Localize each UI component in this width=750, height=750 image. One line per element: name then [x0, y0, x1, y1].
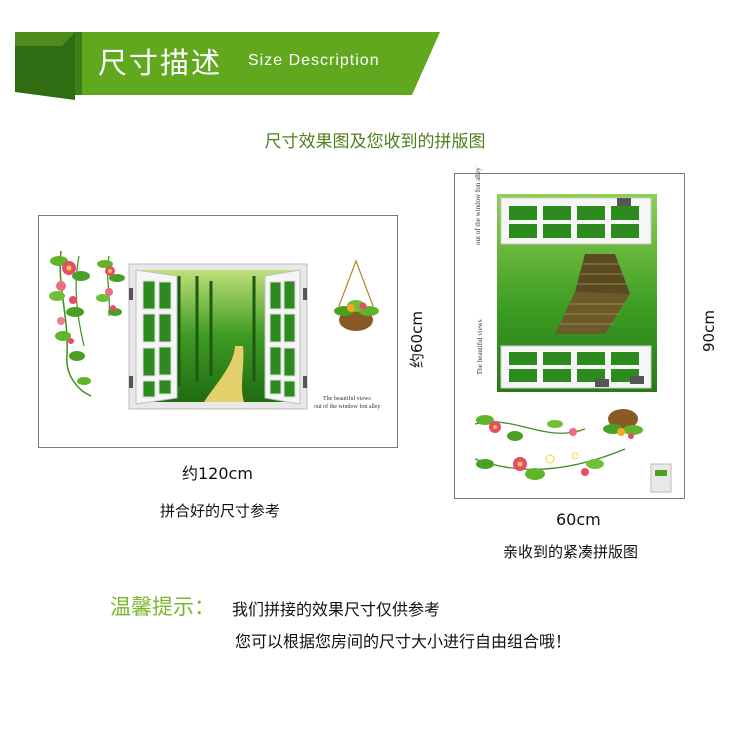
window-forest-scene-compact	[497, 194, 657, 392]
tip-line-1: 我们拼接的效果尺寸仅供参考	[232, 600, 441, 619]
right-description: 亲收到的紧凑拼版图	[503, 543, 639, 561]
assembled-wall-sticker-image	[49, 250, 379, 410]
left-height-label: 约60cm	[408, 311, 426, 368]
right-caption-line1: The beautiful views	[476, 319, 484, 375]
small-thumbnail	[650, 463, 672, 493]
flower-vine-right	[96, 255, 125, 317]
left-width-label: 约120cm	[182, 464, 253, 483]
assembled-preview-frame	[38, 215, 398, 448]
tip-line-2: 您可以根据您房间的尺寸大小进行自由组合哦！	[235, 632, 572, 651]
right-width-label: 60cm	[556, 510, 601, 529]
left-caption-line1: The beautiful views	[323, 396, 371, 402]
hanging-basket	[334, 259, 379, 331]
window-forest-scene	[128, 263, 308, 410]
hanging-basket-compact	[603, 409, 643, 439]
left-description: 拼合好的尺寸参考	[160, 502, 281, 520]
right-caption-line2: out of the window fon alley	[474, 167, 482, 245]
header-title-cn: 尺寸描述	[98, 46, 223, 80]
header-banner	[15, 32, 440, 100]
compact-layout-frame	[454, 173, 685, 499]
tip-title: 温馨提示：	[110, 595, 215, 619]
right-height-label: 90cm	[700, 310, 718, 352]
left-caption-line2: out of the window fon alley	[314, 404, 381, 410]
header-title-en: Size Description	[248, 52, 380, 69]
flower-vine-left	[49, 250, 92, 397]
flower-vines-compact	[474, 415, 626, 480]
compact-layout-image	[474, 194, 672, 493]
subtitle: 尺寸效果图及您收到的拼版图	[264, 132, 486, 152]
